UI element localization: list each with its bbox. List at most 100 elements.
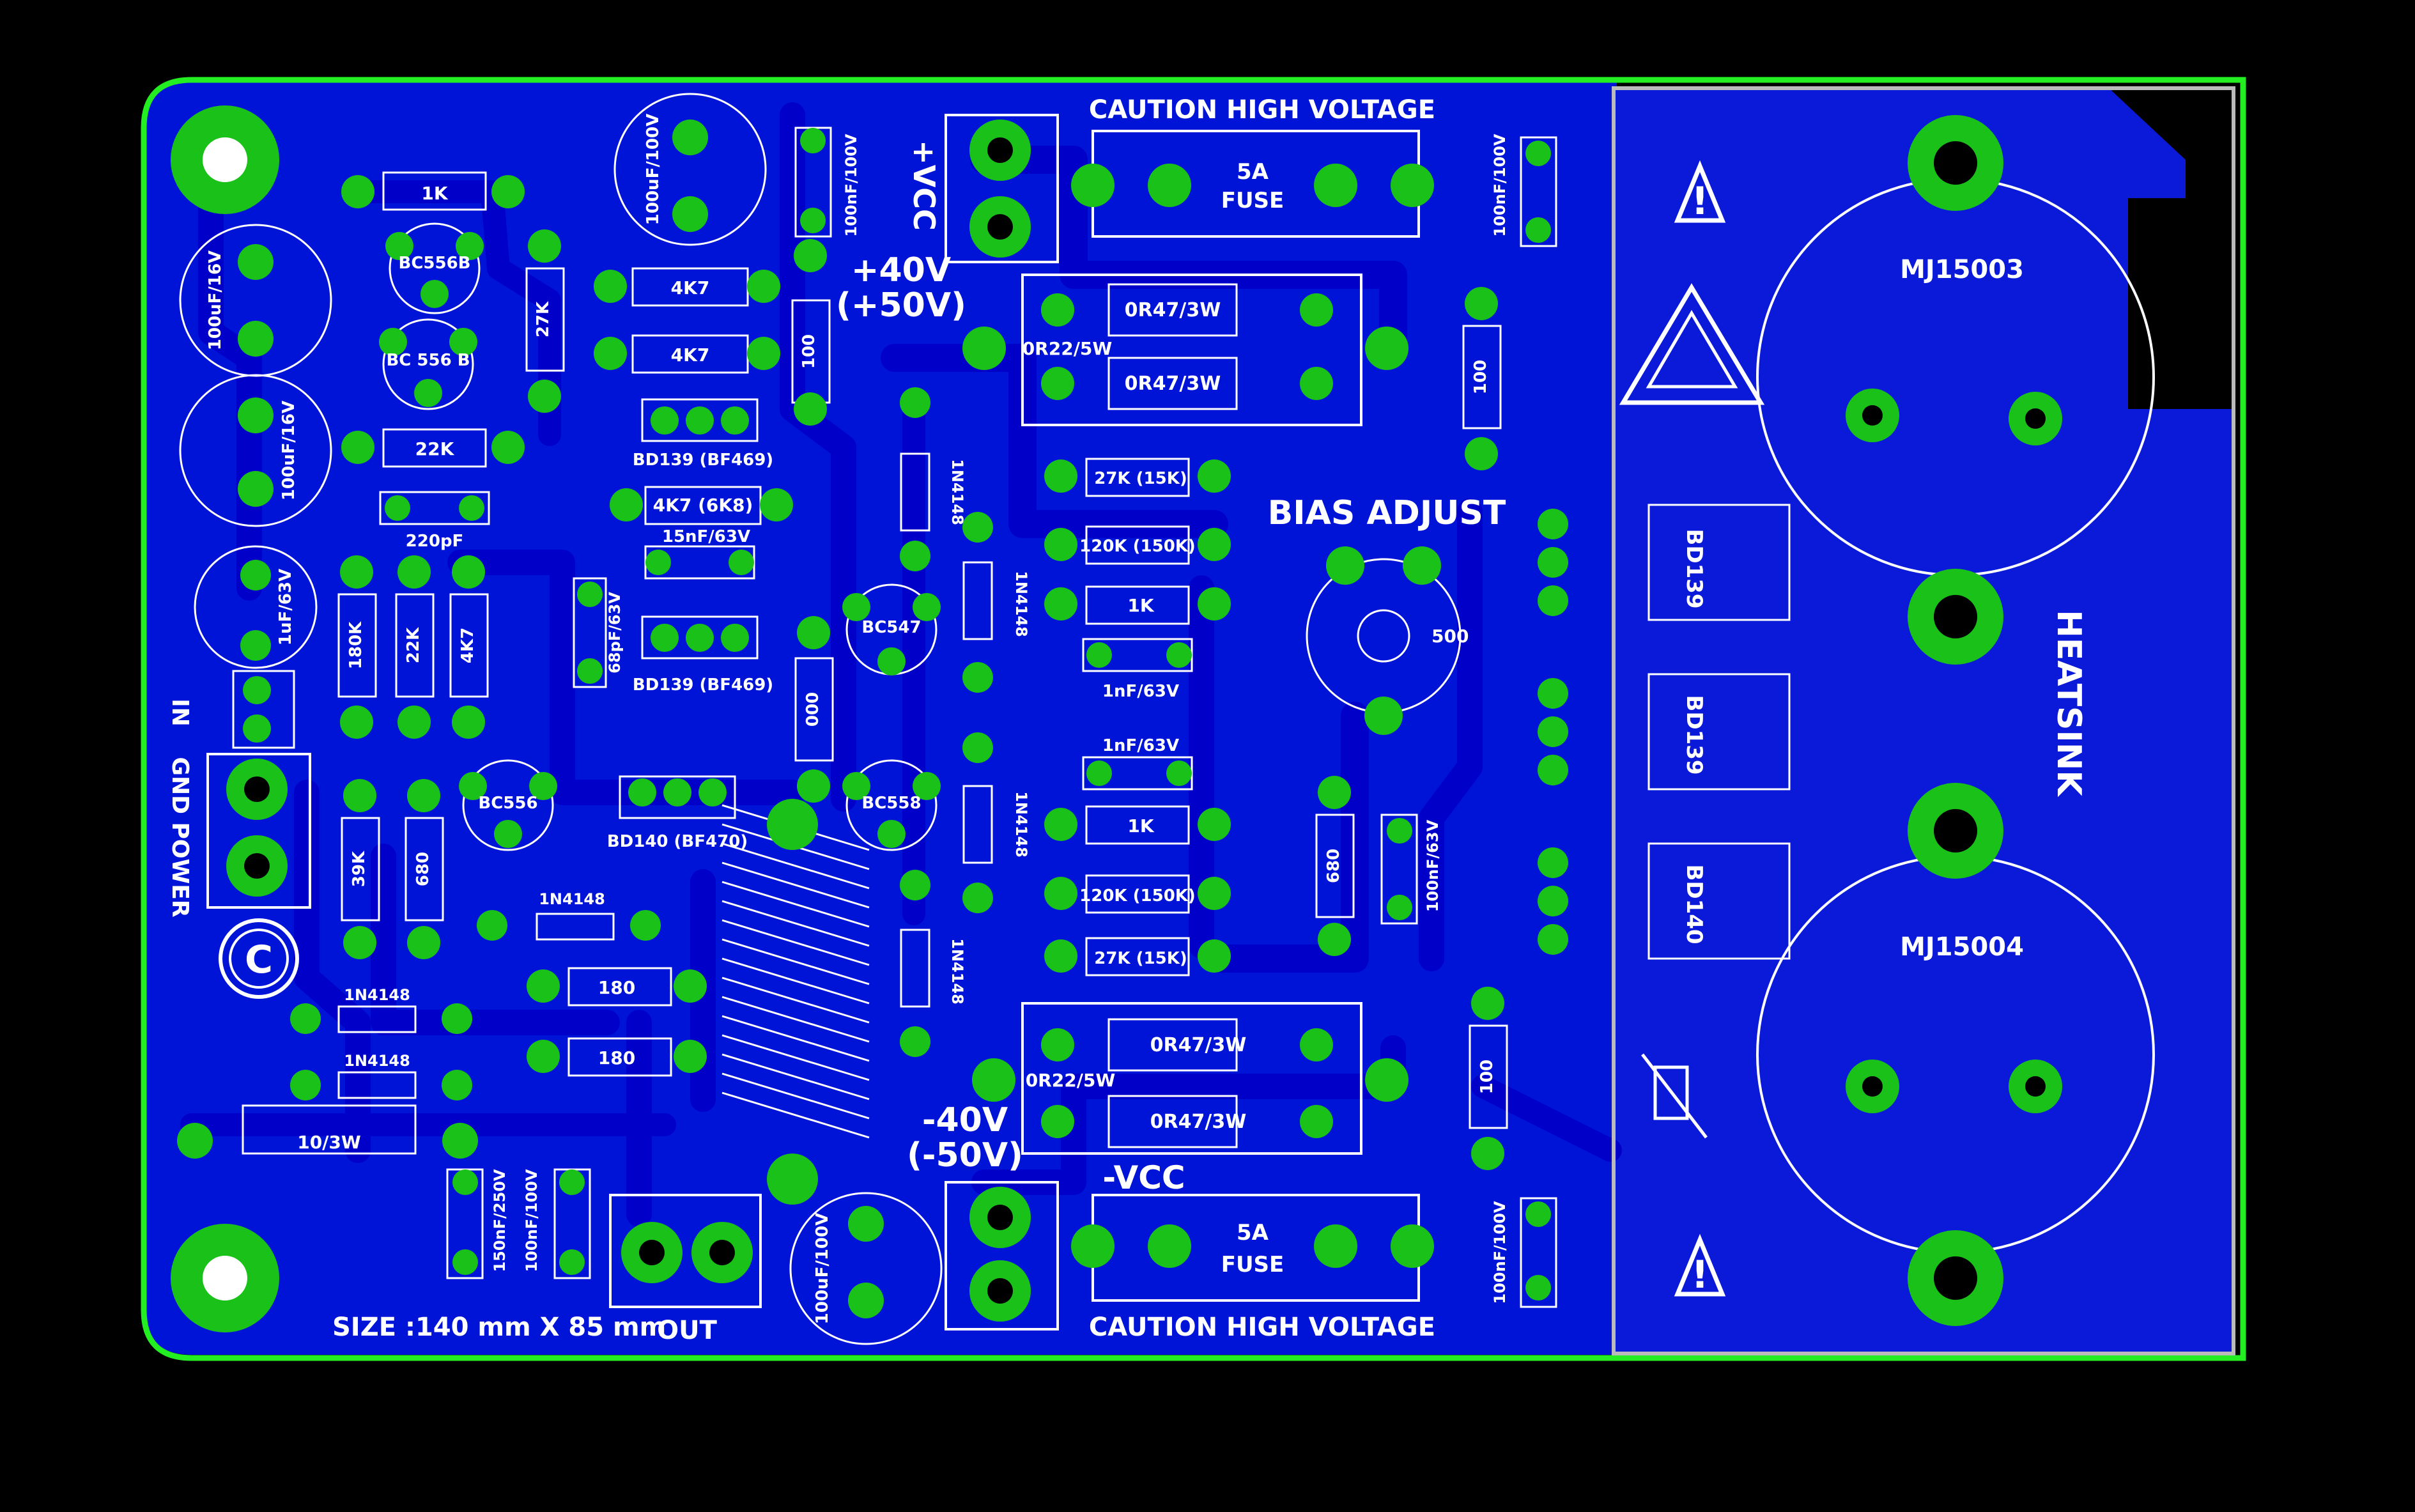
gnd-power-terminal [206,753,311,909]
r-39k-label: 39K [350,851,369,887]
d-1n4148-c-label: 1N4148 [1012,791,1030,858]
fuse-bottom-label: FUSE [1221,1252,1285,1277]
diode-1n4148-c: 1N4148 [962,732,1030,913]
cap-100nf-mid: 100nF/63V [1380,814,1442,925]
r-120k-150k-b-label: 120K (150K) [1079,886,1196,906]
resistor-27k-v: 27K [525,229,565,413]
c-68pf-label: 68pF/63V [606,592,624,674]
d-1n4148-b-label: 1N4148 [1012,571,1030,637]
q-bc556b-1: BC556B [385,222,484,314]
power-resistor-block-top: 0R47/3W 0R47/3W 0R22/5W [962,274,1408,426]
power-resistor-block-bottom: 0R47/3W 0R47/3W 0R22/5W [972,1002,1408,1155]
heatsink-bd139-2: BD139 [1538,673,1791,791]
resistor-27k-15k-b: 27K (15K) [1044,937,1231,976]
v-minus-40-label: -40V [922,1101,1008,1139]
vcc-minus-label: -VCC [1102,1159,1185,1196]
resistor-180-b: 180 [527,1037,707,1077]
q-bc556-c: BC556 [459,759,557,851]
q-bc556b-2-label: BC 556 B [386,351,470,370]
recycle-bin-icon [1641,1053,1708,1139]
cap-1uf-63v: 1uF/63V [194,545,318,669]
q-bc556b-2: BC 556 B [379,318,477,410]
resistor-180-a: 180 [527,967,707,1007]
cap-100nf-bot: 100nF/100V [1491,1197,1557,1308]
resistor-1k-low: 1K [1044,805,1231,845]
r-180k-label: 180K [346,621,366,669]
q-bd139-b-label: BD139 (BF469) [633,675,773,695]
diode-1n4148-e: 1N4148 [477,890,661,941]
c-220pf-label: 220pF [406,532,464,551]
cap-100uf-100v-bottom: 100uF/100V [789,1192,943,1345]
to3-transistor-mj15003: MJ15003 [1756,115,2155,665]
resistor-180k: 180K [337,555,377,739]
r-100-low-label: 100 [1478,1060,1497,1094]
cap-220pf: 220pF [379,491,490,551]
vcc-plus-label: +VCC [907,140,941,231]
bd140-heatsink-label: BD140 [1681,864,1707,944]
c-1uf63-label: 1uF/63V [276,569,295,645]
resistor-680-a: 680 [405,779,444,959]
resistor-4k7-6k8: 4K7 (6K8) [610,486,793,525]
r-180-a-label: 180 [598,977,635,998]
mj15004-label: MJ15004 [1900,932,2024,962]
explosive-hazard-icon [1619,283,1765,405]
copyright-letter: C [245,937,273,982]
r-180-b-label: 180 [598,1047,635,1068]
out-terminal [609,1194,762,1308]
mounting-hole-top [171,105,279,214]
resistor-4k7-c: 4K7 [449,555,489,739]
cap-100uf-16v-b: 100uF/16V [179,374,332,527]
r-4k7-6k8-label: 4K7 (6K8) [653,495,753,516]
resistor-100-right: 100 [1462,287,1502,470]
cap-100nf-top: 100nF/100V [794,127,860,238]
resistor-22k-b: 22K [395,555,435,739]
v-minus-50-label: (-50V) [907,1136,1023,1175]
r-0r47-a-label: 0R47/3W [1125,299,1221,321]
resistor-120k-150k-b: 120K (150K) [1044,874,1231,914]
r-4k7-a-label: 4K7 [671,277,710,298]
to3-transistor-mj15004: MJ15004 [1756,783,2155,1326]
d-1n4148-g-label: 1N4148 [344,1052,410,1070]
c-1nf-b-label: 1nF/63V [1102,736,1179,755]
diode-1n4148-d: 1N4148 [900,870,966,1057]
resistor-680-b: 680 [1315,776,1355,956]
heatsink-bd139-1: BD139 [1538,504,1791,621]
to126-drivers: BD139 (BF469) BD139 (BF469) BD140 (BF470… [607,398,773,851]
q-bd140-label: BD140 (BF470) [607,832,748,851]
q-bd139-a: BD139 (BF469) [633,398,773,470]
diodes: 1N4148 1N4148 1N4148 1N4148 1N4148 1N414… [290,387,1030,1100]
in-label: IN [167,698,193,727]
diode-1n4148-b: 1N4148 [962,512,1030,693]
resistor-100-a: 100 [791,239,831,426]
bias-adjust-label: BIAS ADJUST [1268,494,1506,532]
resistor-39k: 39K [341,779,380,959]
resistor-22k-a: 22K [341,428,525,468]
q-bc547: BC547 [842,583,941,675]
d-1n4148-e-label: 1N4148 [539,890,605,908]
cap-100uf-100v-top: 100uF/100V [613,93,767,246]
d-1n4148-f-label: 1N4148 [344,986,410,1004]
pot-value: 500 [1431,626,1469,647]
output-inductor-coil [721,799,870,1205]
board-size-label: SIZE :140 mm X 85 mm [332,1313,666,1342]
c-100nf-top-label: 100nF/100V [842,134,860,236]
fuse-bottom-value: 5A [1237,1220,1269,1246]
cap-150nf: 150nF/250V [446,1168,509,1279]
vcc-minus-terminal [945,1181,1059,1331]
resistor-120k-150k-a: 120K (150K) [1044,525,1231,565]
r-0r47-c-label: 0R47/3W [1150,1034,1247,1056]
v-plus-50-label: (+50V) [836,286,966,325]
heatsink-bd140: BD140 [1538,842,1791,960]
bd139-heatsink-label-2: BD139 [1681,695,1707,775]
r-27k-15k-b-label: 27K (15K) [1094,949,1187,968]
c-100nf-low-label: 100nF/100V [523,1169,541,1272]
resistor-1k-mid: 1K [1044,585,1231,625]
r-000-label: 000 [803,692,822,727]
fuse-top-label: FUSE [1221,188,1285,213]
input-header [232,670,295,749]
r-27k-v-label: 27K [534,301,553,337]
c-100uf16-b-label: 100uF/16V [279,401,298,500]
q-bc556b-1-label: BC556B [399,254,471,273]
